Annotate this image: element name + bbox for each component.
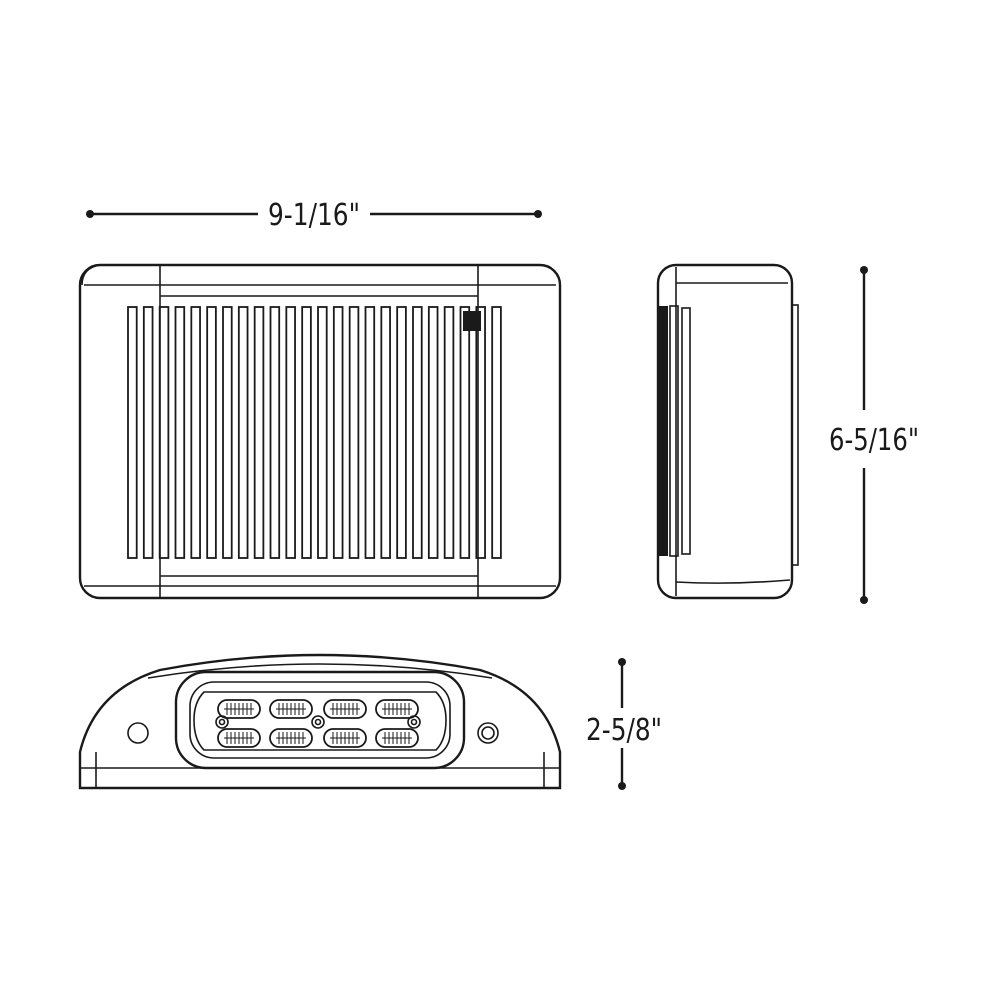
vent-slot — [396, 306, 407, 559]
vent-slot — [427, 306, 439, 559]
vent-slot — [301, 306, 312, 559]
height-dimension: 6-5/16" — [829, 266, 919, 604]
height-label: 6-5/16" — [829, 423, 919, 458]
vent-slot — [491, 306, 502, 559]
vent-slot — [412, 306, 423, 559]
mounting-hole-icon — [477, 722, 499, 744]
vent-slot — [190, 306, 201, 559]
screw-icon — [407, 715, 421, 729]
lamp-head — [269, 728, 313, 748]
lamp-heads — [217, 699, 419, 748]
lamp-head — [323, 728, 367, 748]
front-view — [78, 263, 562, 600]
lamp-head — [269, 699, 313, 719]
screw-icon — [311, 715, 325, 729]
lamp-head — [217, 728, 261, 748]
vent-slot — [222, 306, 233, 559]
screw-icon — [215, 715, 229, 729]
lamp-head — [375, 699, 419, 719]
lamp-head — [375, 728, 419, 748]
vent-slot — [158, 306, 170, 559]
vent-slot — [127, 306, 138, 559]
vent-slot — [142, 306, 154, 559]
vent-slot — [348, 306, 360, 559]
vent-slot — [206, 306, 217, 559]
vent-slot — [364, 306, 376, 559]
lamp-head — [323, 699, 367, 719]
vent-slot — [443, 306, 455, 559]
lamp-head — [217, 699, 261, 719]
mounting-hole-icon — [127, 722, 149, 744]
width-dimension: 9-1/16" — [86, 198, 542, 233]
width-label: 9-1/16" — [268, 198, 360, 233]
depth-label: 2-5/8" — [586, 713, 662, 748]
side-view — [656, 263, 799, 600]
vent-slot — [317, 306, 328, 559]
vent-slot — [332, 306, 344, 559]
vent-slot — [237, 306, 249, 559]
bottom-view — [78, 653, 562, 790]
depth-dimension: 2-5/8" — [586, 658, 662, 790]
vent-slot — [285, 306, 296, 559]
vent-slot — [475, 306, 486, 559]
vent-slot — [174, 306, 186, 559]
vent-slot — [459, 306, 471, 559]
vent-slot — [380, 306, 391, 559]
vent-slot — [253, 306, 265, 559]
indicator-light — [463, 311, 481, 331]
vent-slot — [269, 306, 281, 559]
front-vent-slots — [127, 306, 502, 559]
